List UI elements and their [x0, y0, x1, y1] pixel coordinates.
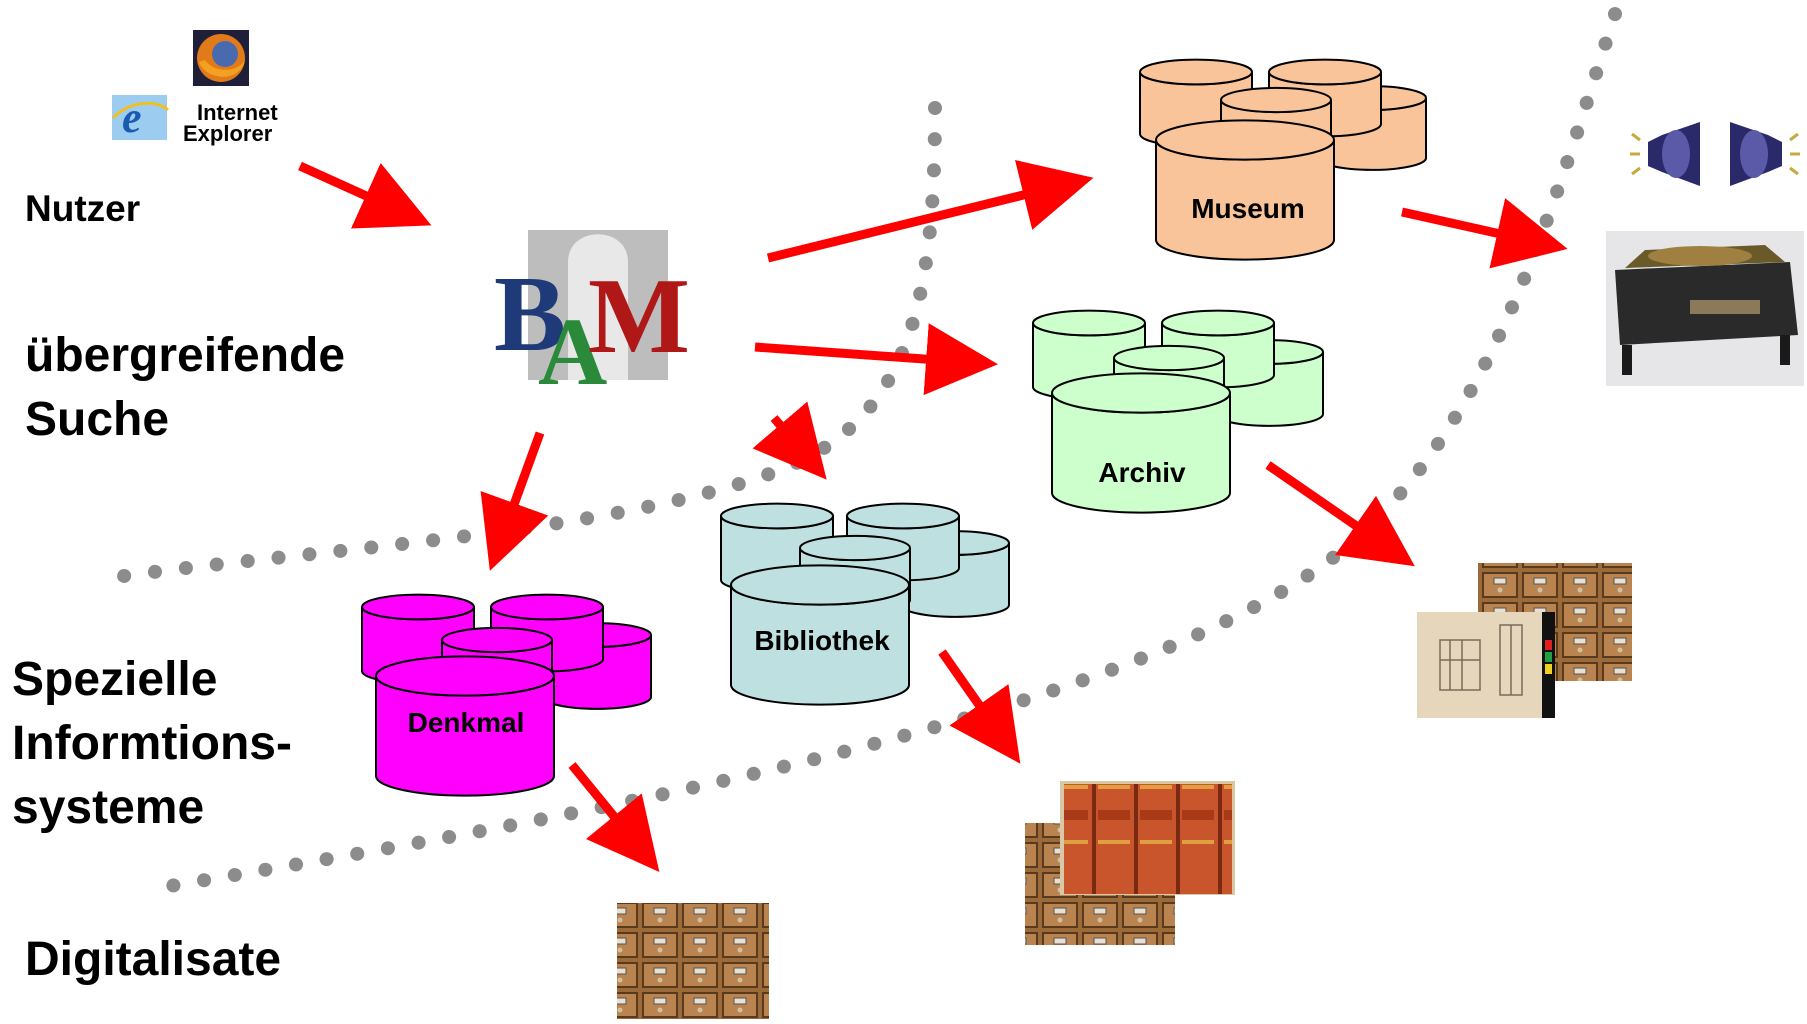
cylinder-front: [1155, 119, 1335, 261]
speaker-icon: [1630, 122, 1800, 186]
arrows: [298, 159, 1568, 872]
label-search-line2: Suche: [25, 393, 170, 446]
card-catalog-image-denkmal: [617, 903, 769, 1019]
database-denkmal: Denkmal: [361, 593, 652, 797]
bam-logo-b: B: [494, 255, 566, 374]
arrow-user-to-search: [298, 161, 432, 229]
cylinder-front: [1051, 372, 1231, 514]
arrow-search-to-archiv: [754, 323, 998, 396]
bam-logo-a: A: [538, 298, 607, 405]
arrow-denkmal-to-digitalisat: [568, 762, 660, 872]
arrow-search-to-bibliothek: [752, 401, 827, 480]
database-label-museum: Museum: [1191, 193, 1305, 224]
arrow-search-to-denkmal: [480, 431, 549, 571]
firefox-icon: [193, 30, 249, 86]
svg-text:e: e: [122, 93, 142, 142]
label-nutzer: Nutzer: [25, 188, 141, 229]
phonograph-image: [1606, 231, 1804, 386]
bam-logo: B A M: [494, 230, 690, 405]
old-books-image: [1060, 781, 1235, 895]
cylinder-front: [730, 564, 910, 706]
arrow-archiv-to-digitalisat: [1265, 461, 1415, 567]
cylinder-front: [375, 655, 555, 797]
label-special-line3: systeme: [12, 781, 205, 834]
label-digitalisate: Digitalisate: [25, 933, 282, 986]
database-bibliothek: Bibliothek: [720, 502, 1010, 706]
database-museum: Museum: [1139, 58, 1427, 261]
database-label-denkmal: Denkmal: [408, 707, 525, 738]
database-archiv: Archiv: [1032, 309, 1324, 514]
bam-logo-m: M: [588, 257, 690, 376]
arrow-museum-to-phonograph: [1401, 198, 1568, 269]
label-special-line1: Spezielle: [12, 653, 218, 706]
label-special-line2: Informtions-: [12, 717, 292, 770]
label-search-line1: übergreifende: [25, 329, 346, 382]
ie-text-line1: Internet: [197, 100, 278, 125]
database-label-bibliothek: Bibliothek: [754, 625, 890, 656]
technical-drawing-image: [1417, 612, 1555, 718]
arrow-bibliothek-to-digitalisat: [938, 649, 1021, 764]
ie-text-line2: Explorer: [183, 121, 273, 146]
internet-explorer-icon: e Internet Explorer: [111, 93, 278, 146]
database-label-archiv: Archiv: [1098, 457, 1186, 488]
arrow-search-to-museum: [766, 159, 1094, 263]
